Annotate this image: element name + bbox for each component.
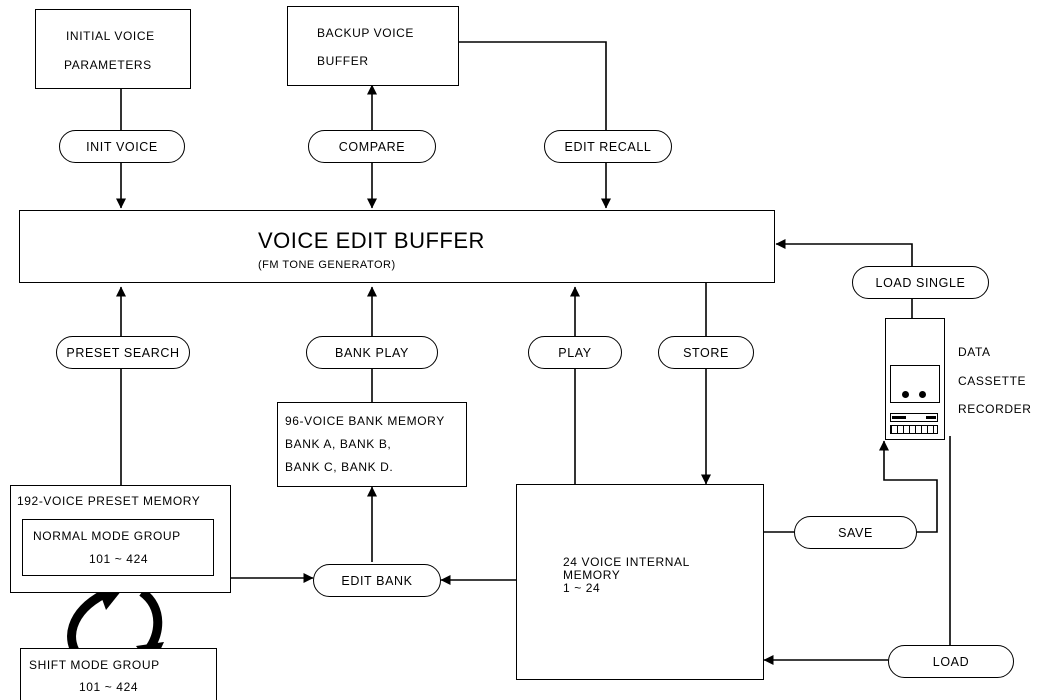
shift-mode-group-box: SHIFT MODE GROUP 101 ~ 424 [20, 648, 217, 700]
initial-voice-line2: PARAMETERS [64, 58, 152, 72]
save-button[interactable]: SAVE [794, 516, 917, 549]
voice-edit-buffer-subtitle: (FM TONE GENERATOR) [258, 259, 396, 271]
bank-play-button[interactable]: BANK PLAY [306, 336, 438, 369]
preset-memory-title: 192-VOICE PRESET MEMORY [17, 494, 201, 508]
shift-mode-group-range: 101 ~ 424 [79, 680, 139, 694]
voice-edit-buffer-title: VOICE EDIT BUFFER [258, 228, 485, 253]
bank-memory-box: 96-VOICE BANK MEMORY BANK A, BANK B, BAN… [277, 402, 467, 487]
voice-edit-buffer-box: VOICE EDIT BUFFER (FM TONE GENERATOR) [19, 210, 775, 283]
backup-voice-line1: BACKUP VOICE [317, 26, 415, 40]
init-voice-button[interactable]: INIT VOICE [59, 130, 185, 163]
load-button[interactable]: LOAD [888, 645, 1014, 678]
cassette-label-line2: CASSETTE [958, 374, 1027, 388]
internal-memory-line1: 24 VOICE INTERNAL [563, 555, 690, 569]
backup-voice-line2: BUFFER [317, 54, 369, 68]
wire-load-single-to-buffer [775, 239, 913, 266]
initial-voice-line1: INITIAL VOICE [66, 29, 155, 43]
preset-search-button[interactable]: PRESET SEARCH [56, 336, 190, 369]
shift-mode-group-title: SHIFT MODE GROUP [29, 658, 160, 672]
backup-voice-buffer-box: BACKUP VOICE BUFFER [287, 6, 459, 86]
play-button[interactable]: PLAY [528, 336, 622, 369]
normal-mode-group-range: 101 ~ 424 [89, 552, 149, 566]
compare-button[interactable]: COMPARE [308, 130, 436, 163]
wire-backup-to-recall [459, 41, 607, 130]
cassette-label-line3: RECORDER [958, 402, 1032, 416]
initial-voice-parameters-box: INITIAL VOICE PARAMETERS [35, 9, 191, 89]
bank-memory-line3: BANK C, BANK D. [285, 460, 394, 474]
bank-memory-line2: BANK A, BANK B, [285, 437, 392, 451]
internal-memory-box: 24 VOICE INTERNAL MEMORY 1 ~ 24 [516, 484, 764, 680]
internal-memory-line3: 1 ~ 24 [563, 581, 601, 595]
edit-recall-button[interactable]: EDIT RECALL [544, 130, 672, 163]
preset-memory-box: 192-VOICE PRESET MEMORY NORMAL MODE GROU… [10, 485, 231, 593]
cassette-label-line1: DATA [958, 345, 991, 359]
internal-memory-line2: MEMORY [563, 568, 621, 582]
wire-save-to-cassette [879, 440, 938, 533]
store-button[interactable]: STORE [658, 336, 754, 369]
load-single-button[interactable]: LOAD SINGLE [852, 266, 989, 299]
bank-memory-line1: 96-VOICE BANK MEMORY [285, 414, 445, 428]
cassette-recorder-icon[interactable] [885, 318, 945, 440]
normal-mode-group-box: NORMAL MODE GROUP 101 ~ 424 [22, 519, 214, 576]
edit-bank-button[interactable]: EDIT BANK [313, 564, 441, 597]
normal-mode-group-title: NORMAL MODE GROUP [33, 529, 181, 543]
